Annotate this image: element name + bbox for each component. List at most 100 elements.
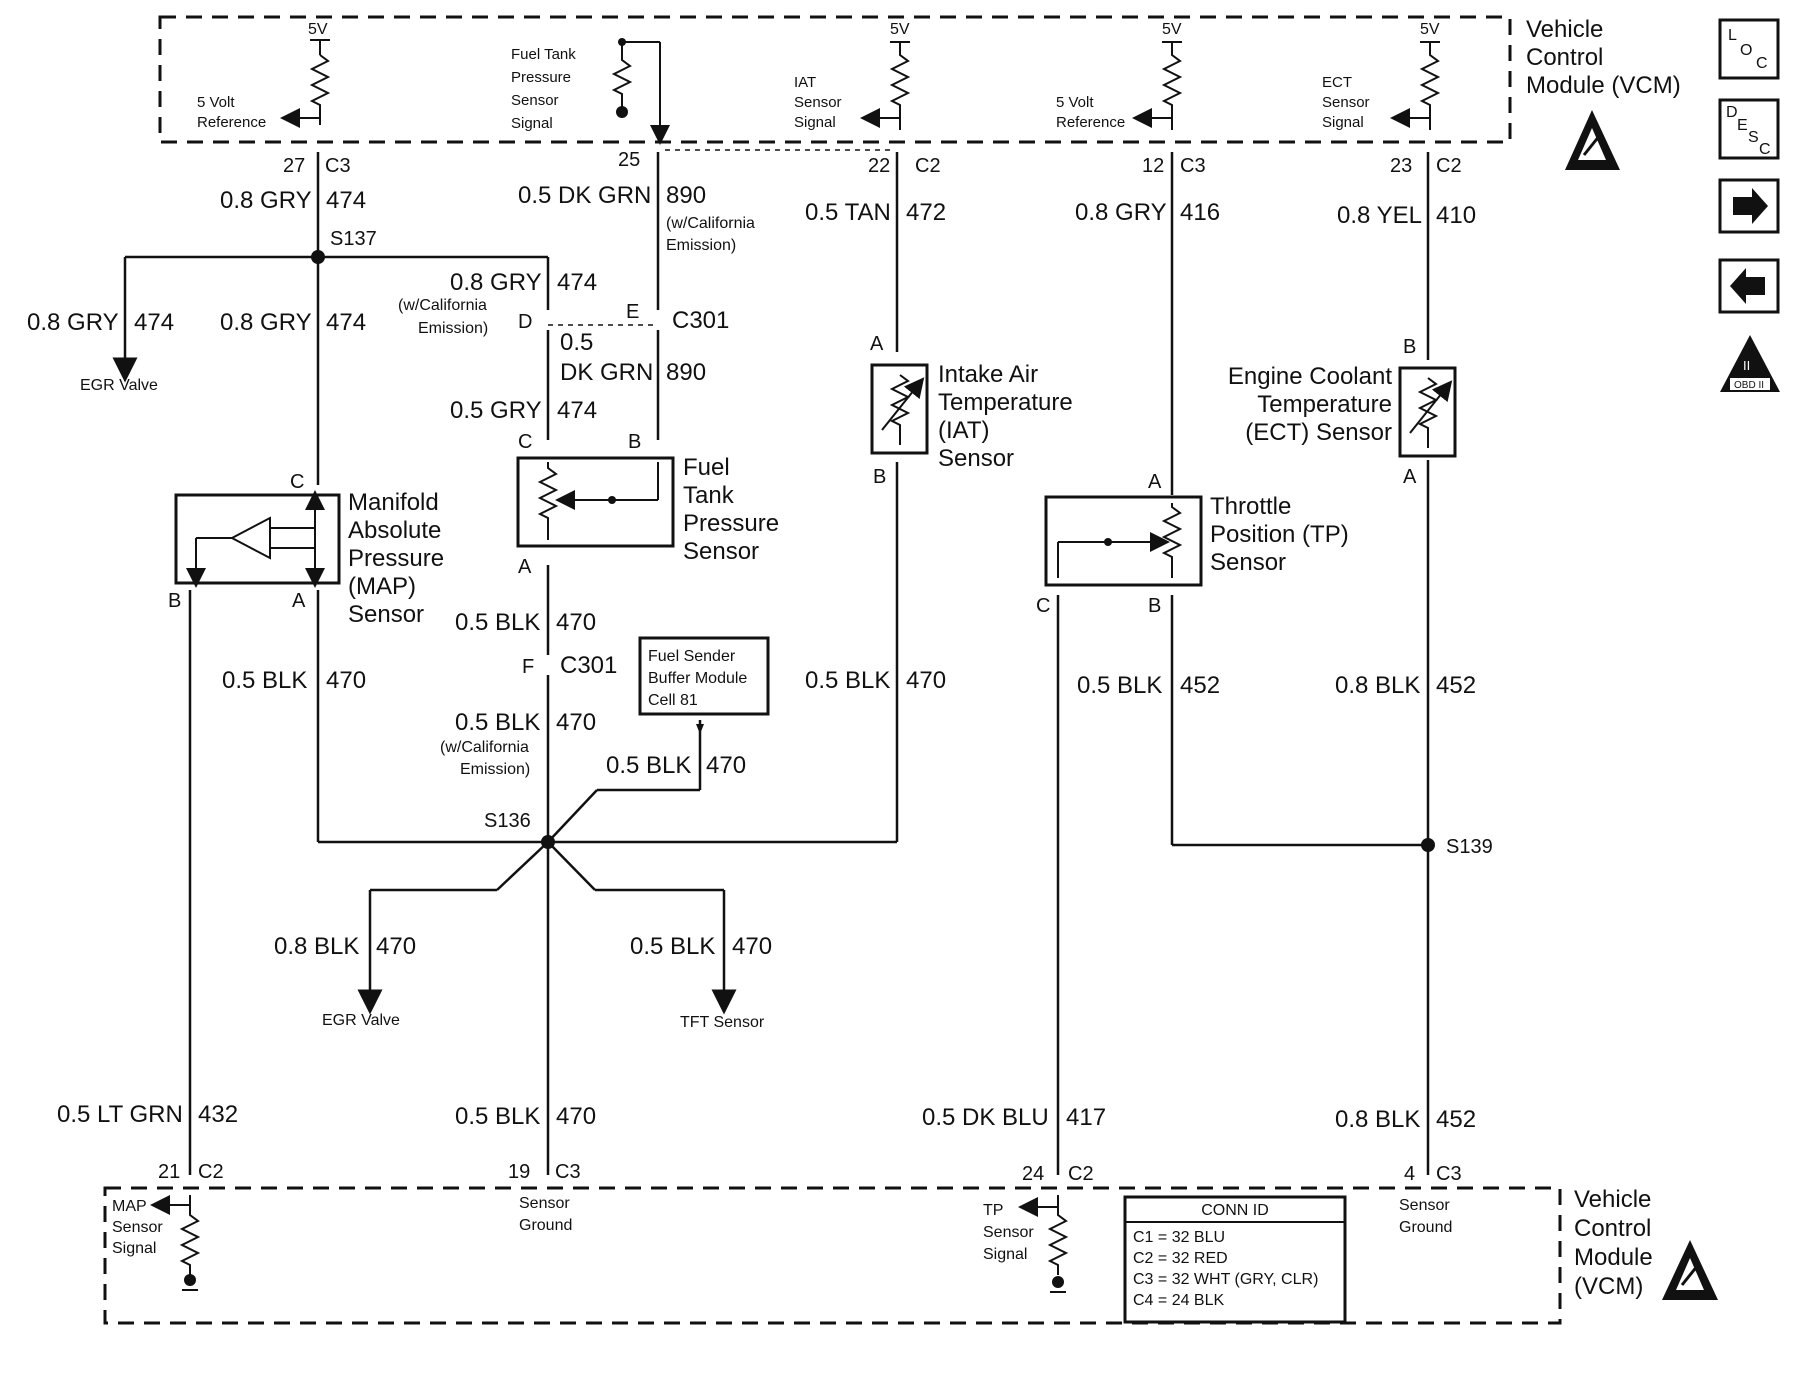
map-label-1: Manifold [348, 489, 439, 516]
fuel-sender-buffer-module [638, 636, 770, 716]
svg-text:474: 474 [326, 309, 366, 336]
svg-text:0.5 BLK: 0.5 BLK [455, 709, 540, 736]
vcm-bottom-box [103, 1186, 1562, 1325]
volt-label-3: 5V [1162, 21, 1182, 38]
fsbm-arrow-icon [696, 724, 704, 734]
svg-text:452: 452 [1436, 672, 1476, 699]
ftp-top-label-2: Pressure [511, 69, 571, 86]
svg-text:0.5 BLK: 0.5 BLK [222, 667, 307, 694]
iat-terminal-b: B [873, 466, 886, 488]
ect-label-2: Temperature [1257, 391, 1392, 418]
vcm-bottom-label-4: (VCM) [1574, 1273, 1643, 1300]
pin-21: 21 [158, 1161, 180, 1183]
svg-text:470: 470 [326, 667, 366, 694]
ect-label-3: (ECT) Sensor [1245, 419, 1392, 446]
map-signal-label-2: Sensor [112, 1219, 163, 1236]
svg-text:452: 452 [1180, 672, 1220, 699]
svg-text:0.8 BLK: 0.8 BLK [1335, 1106, 1420, 1133]
gnd1-label-1: Sensor [519, 1195, 570, 1212]
svg-text:890: 890 [666, 182, 706, 209]
svg-text:0.8 GRY: 0.8 GRY [220, 187, 312, 214]
tp-terminal-c: C [1036, 595, 1050, 617]
ect-top-label-2: Sensor [1322, 94, 1370, 111]
ftp-terminal-b: B [628, 431, 641, 453]
svg-text:0.5 DK GRN: 0.5 DK GRN [518, 182, 651, 209]
ref1-label-2: Reference [197, 114, 266, 131]
svg-text:C: C [1759, 141, 1771, 158]
egr-valve-label-1: EGR Valve [80, 377, 158, 394]
obd-ii-icon[interactable]: II OBD II [1720, 335, 1780, 392]
desc-button[interactable]: D E S C [1718, 98, 1780, 160]
svg-text:D: D [1726, 104, 1738, 121]
map-terminal-c: C [290, 471, 304, 493]
ftp-label-1: Fuel [683, 454, 730, 481]
svg-text:410: 410 [1436, 202, 1476, 229]
fsbm-label-2: Buffer Module [648, 670, 747, 687]
svg-text:0.8 BLK: 0.8 BLK [274, 933, 359, 960]
iat-label-2: Temperature [938, 389, 1073, 416]
gnd2-label-1: Sensor [1399, 1197, 1450, 1214]
pin-24-conn: C2 [1068, 1163, 1094, 1185]
tp-terminal-a: A [1148, 471, 1162, 493]
connector-c301-top: C301 [672, 307, 729, 334]
iat-label-4: Sensor [938, 445, 1014, 472]
vcm-bottom-label-3: Module [1574, 1244, 1653, 1271]
ftp-terminal-c: C [518, 431, 532, 453]
prev-arrow-button[interactable] [1718, 258, 1780, 314]
svg-text:0.8 GRY: 0.8 GRY [1075, 199, 1167, 226]
svg-text:0.5 LT GRN: 0.5 LT GRN [57, 1101, 183, 1128]
svg-text:II: II [1743, 358, 1750, 373]
vcm-bottom-label-2: Control [1574, 1215, 1651, 1242]
terminal-f: F [522, 656, 534, 678]
fsbm-label-3: Cell 81 [648, 692, 698, 709]
wire-labels: 0.8 GRY 474 0.5 DK GRN 890 (w/California… [27, 182, 1476, 1133]
tp-signal-label-2: Sensor [983, 1224, 1034, 1241]
pin-12-conn: C3 [1180, 155, 1206, 177]
svg-text:474: 474 [326, 187, 366, 214]
svg-text:470: 470 [906, 667, 946, 694]
conn-id-row-2: C2 = 32 RED [1133, 1250, 1228, 1267]
svg-text:O: O [1740, 42, 1752, 59]
terminal-d: D [518, 311, 532, 333]
ftp-top-label-1: Fuel Tank [511, 46, 576, 63]
pin-23: 23 [1390, 155, 1412, 177]
pin-12: 12 [1142, 155, 1164, 177]
gnd2-label-2: Ground [1399, 1219, 1452, 1236]
map-terminal-a: A [292, 590, 306, 612]
svg-text:(w/California: (w/California [398, 297, 487, 314]
ref1-label-1: 5 Volt [197, 94, 235, 111]
svg-text:0.8 GRY: 0.8 GRY [27, 309, 119, 336]
ftp-label-2: Tank [683, 482, 735, 509]
pin-24: 24 [1022, 1163, 1044, 1185]
svg-text:0.5 BLK: 0.5 BLK [455, 609, 540, 636]
pin-19-conn: C3 [555, 1161, 581, 1183]
ref2-label-1: 5 Volt [1056, 94, 1094, 111]
vcm-top-label-1: Vehicle [1526, 16, 1603, 43]
svg-text:416: 416 [1180, 199, 1220, 226]
ect-label-1: Engine Coolant [1228, 363, 1392, 390]
loc-button[interactable]: L O C [1718, 18, 1780, 80]
map-signal-label-3: Signal [112, 1240, 156, 1257]
conn-id-row-4: C4 = 24 BLK [1133, 1292, 1225, 1309]
svg-text:E: E [1737, 117, 1748, 134]
next-arrow-button[interactable] [1718, 178, 1780, 234]
svg-text:0.5 BLK: 0.5 BLK [1077, 672, 1162, 699]
ftp-top-label-3: Sensor [511, 92, 559, 109]
pin-25: 25 [618, 149, 640, 171]
tp-signal-label-3: Signal [983, 1246, 1027, 1263]
ect-top-label-3: Signal [1322, 114, 1364, 131]
map-label-4: (MAP) [348, 573, 416, 600]
pin-4-conn: C3 [1436, 1163, 1462, 1185]
gnd1-label-2: Ground [519, 1217, 572, 1234]
iat-label-3: (IAT) [938, 417, 990, 444]
wire-paths [112, 152, 1430, 1175]
svg-text:0.5 GRY: 0.5 GRY [450, 397, 542, 424]
tft-sensor-label: TFT Sensor [680, 1014, 765, 1031]
ftp-label-4: Sensor [683, 538, 759, 565]
vcm-top-label-2: Control [1526, 44, 1603, 71]
pin-23-conn: C2 [1436, 155, 1462, 177]
svg-text:470: 470 [556, 1103, 596, 1130]
vcm-top-box [158, 15, 1512, 144]
svg-text:470: 470 [732, 933, 772, 960]
map-signal-label-1: MAP [112, 1198, 147, 1215]
